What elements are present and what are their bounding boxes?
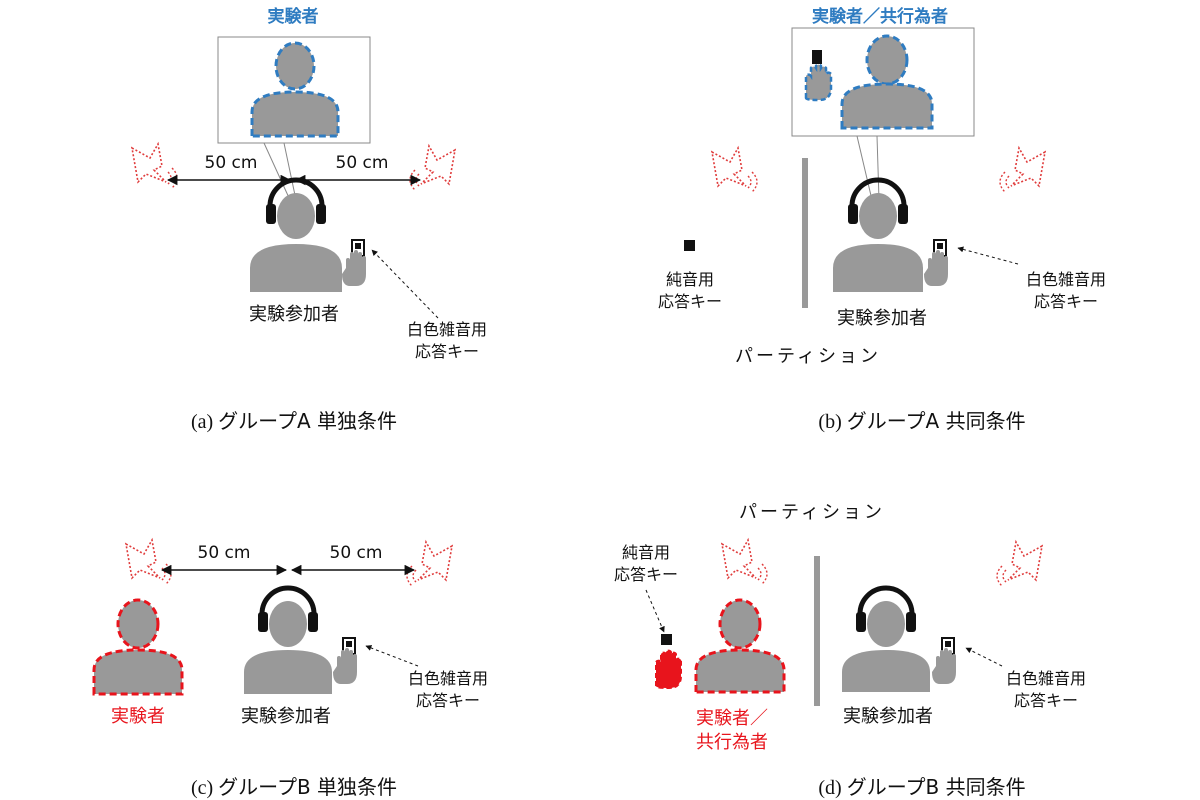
partition	[814, 556, 820, 706]
caption-prefix: (d)	[818, 777, 846, 799]
caption-prefix: (b)	[818, 411, 846, 433]
distance-label-left: 50 cm	[198, 543, 251, 563]
key-label-line2: 応答キー	[415, 342, 479, 361]
key-label-line2: 応答キー	[1014, 691, 1078, 710]
pure-key-line2: 応答キー	[658, 292, 722, 311]
participant-figure	[244, 588, 332, 694]
partition-label: パーティション	[735, 346, 881, 367]
key-label-line1: 白色雑音用	[407, 320, 487, 339]
experimenter-figure	[92, 598, 184, 696]
caption: (d) グループB 共同条件	[818, 775, 1025, 799]
panel-c: 50 cm 50 cm 実験者 実験参加者 白色雑音用 応答キー (c) グルー…	[92, 539, 488, 799]
speaker-right-icon	[999, 147, 1046, 193]
pure-key-line1: 純音用	[666, 270, 714, 289]
panel-a: 実験者 50 cm 50 cm 実験参加者 白色雑音用 応答キー (a) グルー…	[131, 6, 487, 433]
participant-label: 実験参加者	[249, 304, 339, 325]
experimenter-figure	[840, 34, 934, 130]
experimenter-label: 実験者	[111, 706, 165, 727]
caption: (b) グループA 共同条件	[818, 409, 1025, 433]
participant-label: 実験参加者	[837, 308, 927, 329]
experimenter-label-line2: 共行為者	[696, 732, 768, 753]
caption-prefix: (a)	[191, 411, 218, 433]
white-noise-key-icon	[341, 239, 367, 287]
caption: (c) グループB 単独条件	[191, 775, 397, 799]
caption-text: グループA 共同条件	[847, 409, 1026, 433]
experimenter-label: 実験者／共行為者	[812, 6, 948, 27]
coactor-hand	[655, 634, 682, 690]
experimenter-label-line1: 実験者／	[696, 708, 768, 729]
experimenter-label: 実験者	[268, 6, 319, 27]
pure-key-line1: 純音用	[622, 543, 670, 562]
experimenter-figure	[250, 41, 340, 138]
key-label-line1: 白色雑音用	[1006, 669, 1086, 688]
participant-label: 実験参加者	[843, 706, 933, 727]
coactor-hand	[804, 50, 833, 102]
caption-text: グループB 共同条件	[847, 775, 1026, 799]
key-label-line2: 応答キー	[1034, 292, 1098, 311]
distance-label-right: 50 cm	[330, 543, 383, 563]
distance-label-right: 50 cm	[336, 153, 389, 173]
pure-key-line2: 応答キー	[614, 565, 678, 584]
key-label-line1: 白色雑音用	[1026, 270, 1106, 289]
caption: (a) グループA 単独条件	[191, 409, 397, 433]
speaker-left-icon	[125, 539, 172, 585]
panel-b: 実験者／共行為者 純音用 応答キー 実験参加者 白色雑音用 応答キー パーティシ…	[658, 6, 1106, 433]
speaker-left-icon	[131, 143, 178, 189]
participant-figure	[842, 588, 930, 692]
pure-tone-key-icon	[684, 240, 695, 251]
speaker-left-icon	[711, 147, 758, 193]
partition	[802, 158, 808, 308]
speaker-right-icon	[996, 541, 1043, 587]
speaker-right-icon	[409, 145, 456, 191]
experimenter-figure	[694, 598, 786, 694]
white-noise-key-icon	[923, 239, 949, 287]
caption-prefix: (c)	[191, 777, 218, 799]
speaker-left-icon	[721, 539, 768, 585]
key-label-line1: 白色雑音用	[408, 669, 488, 688]
distance-label-left: 50 cm	[205, 153, 258, 173]
participant-figure	[833, 180, 923, 292]
partition-label: パーティション	[739, 502, 885, 523]
speaker-right-icon	[406, 541, 453, 587]
white-noise-key-icon	[332, 637, 358, 685]
caption-text: グループA 単独条件	[218, 409, 397, 433]
participant-figure	[250, 180, 342, 292]
caption-text: グループB 単独条件	[218, 775, 397, 799]
white-noise-key-icon	[931, 637, 957, 685]
panel-d: パーティション 純音用 応答キー 実験者／ 共行為者 実験参加者 白色雑音用 応…	[614, 502, 1086, 799]
key-label-line2: 応答キー	[416, 691, 480, 710]
participant-label: 実験参加者	[241, 706, 331, 727]
